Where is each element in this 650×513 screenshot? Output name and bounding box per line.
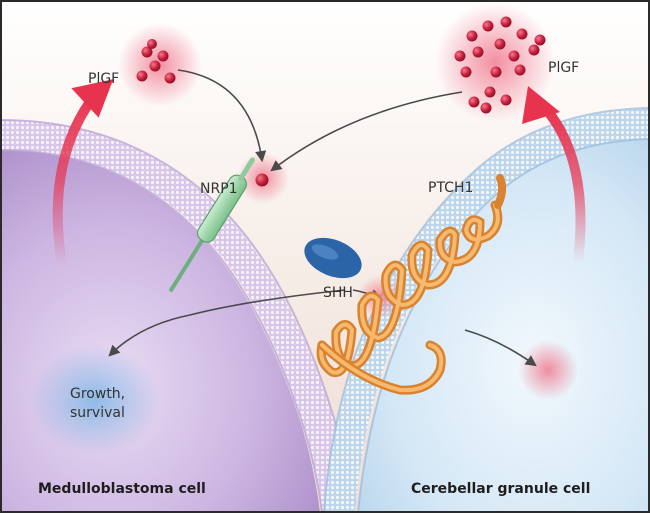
- plgf-particle: [472, 46, 484, 58]
- growth-glow: [30, 345, 160, 455]
- plgf-particle: [157, 50, 169, 62]
- arrow-plgf-right-to-nrp1: [270, 91, 463, 172]
- arrow-ptch1-out: [464, 329, 537, 367]
- plgf-particle: [147, 39, 157, 49]
- plgf-particles-left: [136, 39, 176, 84]
- big-arrow-right: [540, 103, 586, 267]
- plgf-particle: [468, 96, 480, 108]
- plgf-particle: [482, 20, 494, 32]
- nrp1-bound-plgf: [255, 173, 269, 187]
- big-arrow-right-head: [522, 86, 560, 124]
- label-medulloblastoma-cell: Medulloblastoma cell: [38, 481, 206, 497]
- exit-glow: [518, 340, 578, 400]
- plgf-particle: [466, 30, 478, 42]
- plgf-particle: [514, 64, 526, 76]
- label-cerebellar-granule-cell: Cerebellar granule cell: [411, 481, 590, 497]
- arrow-plgf-left-to-nrp1: [177, 69, 267, 163]
- plgf-particle: [494, 38, 506, 50]
- plgf-particle: [480, 102, 492, 114]
- label-plgf-left: PlGF: [88, 71, 119, 87]
- plgf-particle: [490, 66, 502, 78]
- label-nrp1: NRP1: [200, 181, 238, 197]
- left-membrane: [0, 120, 353, 513]
- plgf-particle: [454, 50, 466, 62]
- plgf-particle: [149, 60, 161, 72]
- label-plgf-right: PlGF: [548, 60, 579, 76]
- label-growth-line2: survival: [70, 405, 125, 421]
- label-shh: SHH: [323, 285, 353, 301]
- plgf-particle: [500, 94, 512, 106]
- plgf-particle: [460, 66, 472, 78]
- plgf-particle: [164, 72, 176, 84]
- plgf-particle: [516, 28, 528, 40]
- nrp1-receptor: [168, 157, 255, 293]
- plgf-particle: [136, 70, 148, 82]
- arrow-nrp1-to-growth: [108, 289, 346, 357]
- plgf-particle: [484, 86, 496, 98]
- plgf-particle: [500, 16, 512, 28]
- plgf-particles-right: [454, 16, 546, 114]
- big-arrow-left: [52, 90, 100, 270]
- label-ptch1: PTCH1: [428, 180, 473, 196]
- big-arrow-left-head: [71, 79, 114, 118]
- plgf-particle: [534, 34, 546, 46]
- label-growth-line1: Growth,: [70, 386, 125, 402]
- plgf-particle: [528, 44, 540, 56]
- plgf-particle: [508, 50, 520, 62]
- ptch1-receptor: [316, 174, 507, 395]
- plgf-particle: [141, 46, 153, 58]
